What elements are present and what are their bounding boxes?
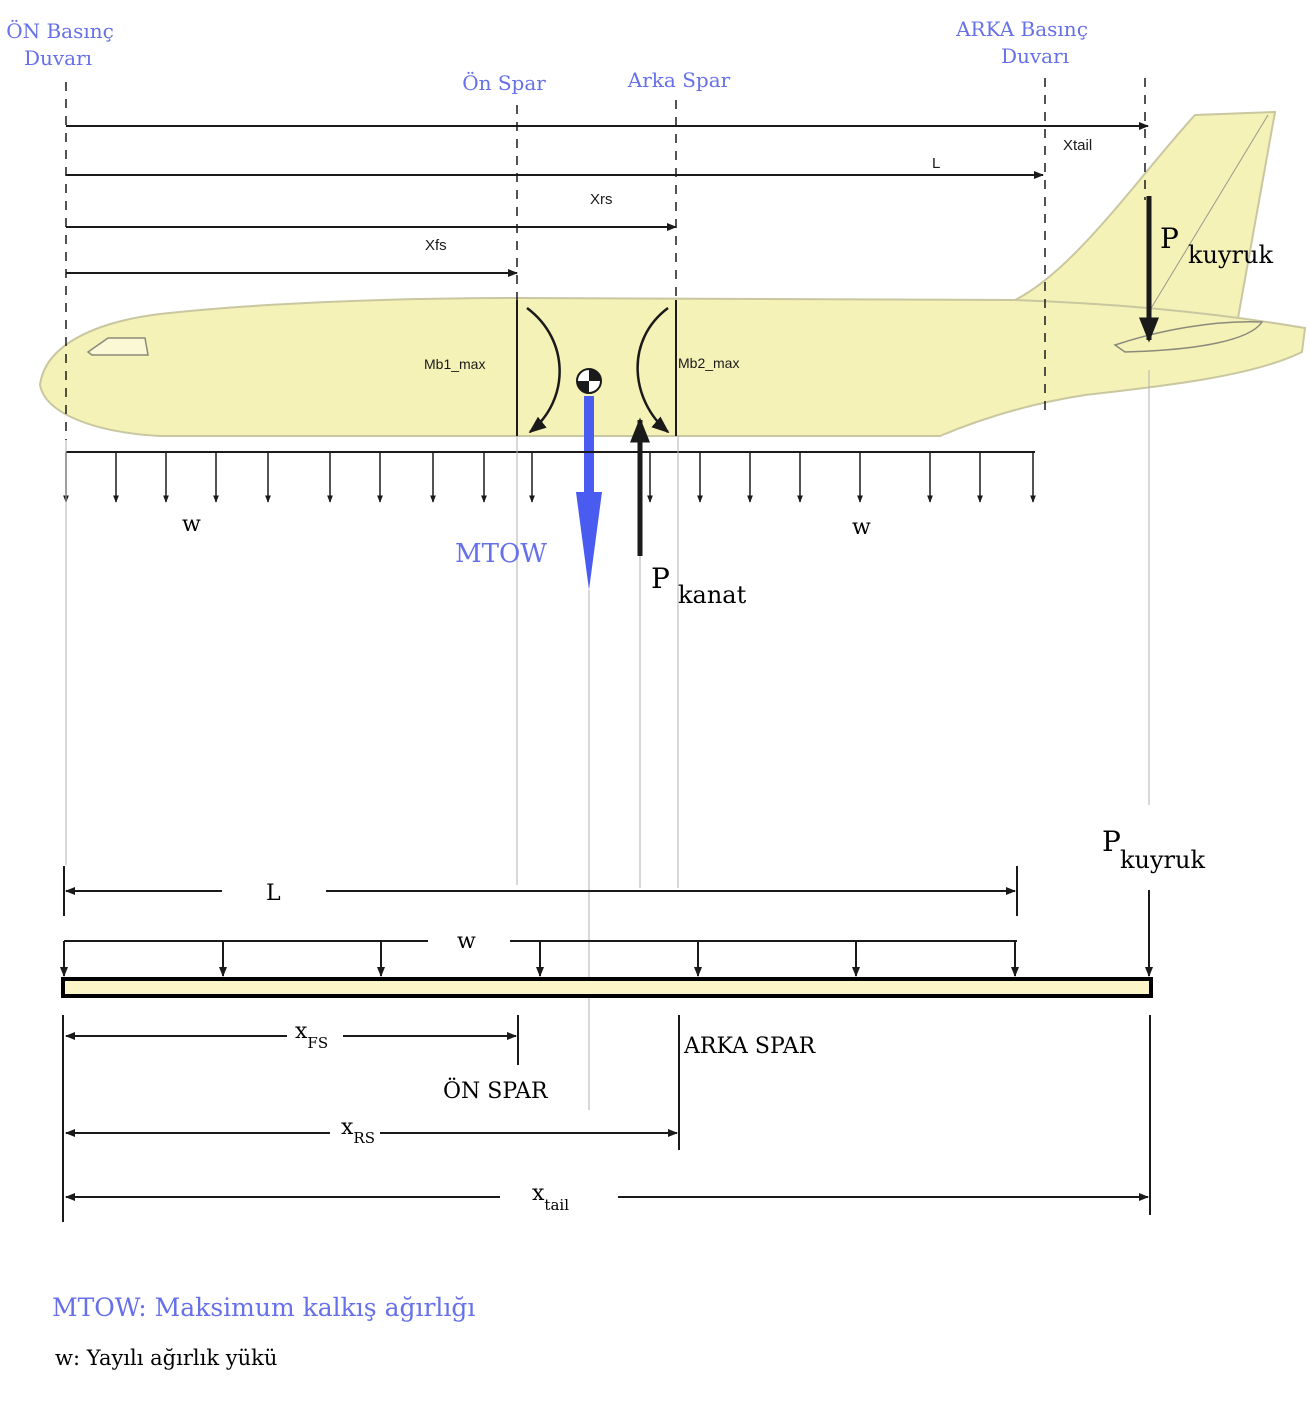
- p-wing-main: P: [651, 562, 670, 595]
- x-tail-bottom-label: xtail: [532, 1181, 569, 1214]
- p-tail-bottom-label: Pkuyruk: [1102, 825, 1205, 874]
- distributed-load-top: [63, 451, 1036, 503]
- x-rs-bottom-sub: RS: [353, 1129, 375, 1147]
- beam-model: [60, 866, 1153, 1222]
- l-top-label: L: [932, 155, 940, 172]
- mb1-label: Mb1_max: [424, 356, 485, 372]
- legend-mtow: MTOW: Maksimum kalkış ağırlığı: [52, 1293, 475, 1322]
- x-tail-top-label: Xtail: [1063, 137, 1092, 154]
- mb2-label: Mb2_max: [678, 355, 739, 371]
- legend-w: w: Yayılı ağırlık yükü: [55, 1346, 277, 1370]
- mb2-moment-arc: [636, 306, 670, 434]
- x-fs-top-label: Xfs: [425, 237, 447, 254]
- x-tail-bottom-main: x: [532, 1181, 545, 1206]
- cockpit-window: [86, 337, 149, 356]
- cg-symbol: [576, 368, 602, 394]
- p-wing-sub: kanat: [678, 581, 747, 609]
- top-dimensions: [66, 122, 1149, 277]
- rear-bulkhead-label-line1: ARKA Basınç: [955, 17, 1088, 41]
- aircraft: [38, 110, 1307, 437]
- x-rs-bottom-main: x: [341, 1115, 354, 1140]
- p-tail-bottom-main: P: [1102, 825, 1121, 858]
- mb1-moment-arc: [526, 306, 561, 434]
- front-spar-bottom-label: ÖN SPAR: [443, 1077, 549, 1104]
- horizontal-stabilizer: [1113, 320, 1264, 353]
- w-bottom-label: w: [457, 929, 476, 954]
- w-right-label: w: [852, 515, 871, 540]
- x-fs-bottom-main: x: [295, 1019, 308, 1044]
- w-left-label: w: [182, 512, 201, 537]
- vertical-tail: [1013, 110, 1277, 320]
- rear-bulkhead-label-line2: Duvarı: [1001, 44, 1069, 68]
- front-bulkhead-label-line2: Duvarı: [24, 46, 92, 70]
- mtow-arrow: [576, 396, 602, 590]
- rear-spar-label: Arka Spar: [627, 68, 731, 92]
- station-lines: [65, 78, 1146, 440]
- fuselage: [38, 296, 1307, 437]
- x-rs-bottom-label: xRS: [341, 1115, 375, 1147]
- p-tail-top-sub: kuyruk: [1188, 241, 1273, 269]
- front-bulkhead-label-line1: ÖN Basınç: [6, 18, 114, 43]
- projection-lines: [65, 370, 1150, 1110]
- rear-spar-bottom-label: ARKA SPAR: [683, 1034, 817, 1059]
- l-bottom-label: L: [266, 881, 281, 906]
- x-fs-bottom-label: xFS: [295, 1019, 328, 1052]
- p-tail-top-main: P: [1160, 222, 1179, 255]
- front-spar-label: Ön Spar: [462, 70, 546, 95]
- distributed-load-bottom: [60, 941, 1019, 977]
- text-labels: ÖN Basınç Duvarı Ön Spar Arka Spar ARKA …: [6, 17, 1273, 1370]
- x-fs-bottom-sub: FS: [307, 1034, 328, 1052]
- x-rs-top-label: Xrs: [590, 191, 613, 208]
- mtow-label: MTOW: [455, 539, 547, 569]
- x-tail-bottom-sub: tail: [544, 1196, 569, 1214]
- beam: [61, 977, 1153, 998]
- tail-leading-line: [1149, 114, 1269, 311]
- p-tail-bottom-sub: kuyruk: [1120, 846, 1205, 874]
